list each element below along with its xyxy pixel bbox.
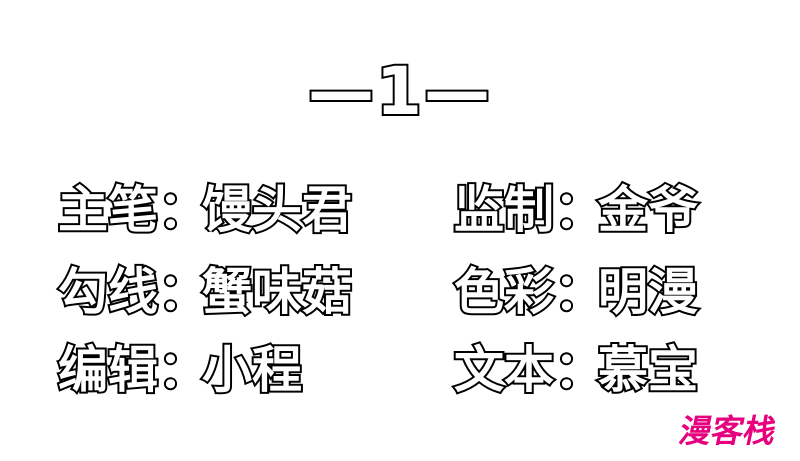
credit-colon: ：	[552, 261, 606, 323]
credit-line-writer: 文本：慕宝	[452, 338, 700, 402]
credit-role: 监制	[452, 179, 556, 241]
credit-line-producer: 监制：金爷	[452, 178, 700, 242]
credit-line-color: 色彩：明漫	[452, 260, 700, 324]
credit-role: 文本	[452, 339, 556, 401]
credit-colon: ：	[552, 339, 606, 401]
credit-name: 小程	[200, 339, 304, 401]
watermark-logo: 漫客栈	[673, 408, 788, 451]
credit-line-editor: 编辑：小程	[56, 338, 304, 402]
credit-name: 金爷	[596, 179, 700, 241]
credit-name: 明漫	[596, 261, 700, 323]
credit-name: 蟹味菇	[200, 261, 354, 323]
credit-role: 编辑	[56, 339, 160, 401]
credit-colon: ：	[156, 261, 210, 323]
credit-colon: ：	[156, 339, 210, 401]
credit-role: 色彩	[452, 261, 556, 323]
logo-badge	[673, 408, 788, 450]
credit-name: 馒头君	[200, 179, 354, 241]
chapter-number: —1—	[306, 51, 492, 132]
credit-line-lineart: 勾线：蟹味菇	[56, 260, 354, 324]
credit-line-main-artist: 主笔：馒头君	[56, 178, 354, 242]
credit-colon: ：	[156, 179, 210, 241]
credit-role: 主笔	[56, 179, 160, 241]
credit-role: 勾线	[56, 261, 160, 323]
credit-name: 慕宝	[596, 339, 700, 401]
logo-lettering: 漫客栈	[676, 412, 780, 450]
credit-colon: ：	[552, 179, 606, 241]
